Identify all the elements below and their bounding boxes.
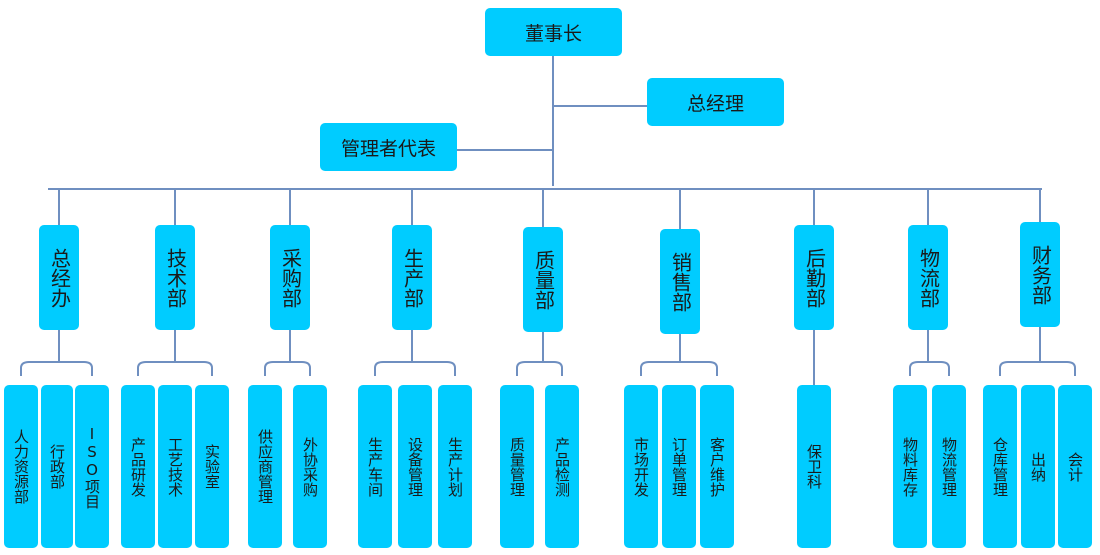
department-box: 技术部 [155, 225, 195, 330]
subdepartment-box: 生产计划 [438, 385, 472, 548]
chairman-box: 董事长 [485, 8, 622, 56]
subdepartment-bracket-line [999, 361, 1076, 376]
subdepartment-box: 客户维护 [700, 385, 734, 548]
subdepartment-box: 质量管理 [500, 385, 534, 548]
general-manager-box: 总经理 [647, 78, 784, 126]
subdepartment-bracket-line [264, 361, 311, 376]
subdepartment-bracket-line [20, 361, 93, 376]
subdepartment-box: 外协采购 [293, 385, 327, 548]
department-box: 财务部 [1020, 222, 1060, 327]
subdepartment-box: 设备管理 [398, 385, 432, 548]
subdepartment-box: 物流管理 [932, 385, 966, 548]
subdepartment-box: 工艺技术 [158, 385, 192, 548]
subdepartment-bracket-line [374, 361, 456, 376]
subdepartment-box: 保卫科 [797, 385, 831, 548]
subdepartment-box: 生产车间 [358, 385, 392, 548]
subdepartment-box: 产品检测 [545, 385, 579, 548]
department-box: 质量部 [523, 227, 563, 332]
subdepartment-box: 仓库管理 [983, 385, 1017, 548]
subdepartment-box: 行政部 [41, 385, 73, 548]
department-box: 生产部 [392, 225, 432, 330]
subdepartment-box: 实验室 [195, 385, 229, 548]
department-box: 物流部 [908, 225, 948, 330]
subdepartment-box: 人力资源部 [4, 385, 38, 548]
subdepartment-box: 出纳 [1021, 385, 1055, 548]
department-box: 总经办 [39, 225, 79, 330]
subdepartment-box: 会计 [1058, 385, 1092, 548]
subdepartment-box: 市场开发 [624, 385, 658, 548]
management-representative-box: 管理者代表 [320, 123, 457, 171]
department-box: 销售部 [660, 229, 700, 334]
subdepartment-box: 物料库存 [893, 385, 927, 548]
subdepartment-bracket-line [640, 361, 718, 376]
department-box: 后勤部 [794, 225, 834, 330]
department-box: 采购部 [270, 225, 310, 330]
subdepartment-box: ISO项目 [75, 385, 109, 548]
subdepartment-bracket-line [909, 361, 950, 376]
subdepartment-box: 产品研发 [121, 385, 155, 548]
subdepartment-bracket-line [516, 361, 563, 376]
subdepartment-box: 供应商管理 [248, 385, 282, 548]
subdepartment-box: 订单管理 [662, 385, 696, 548]
subdepartment-bracket-line [137, 361, 213, 376]
